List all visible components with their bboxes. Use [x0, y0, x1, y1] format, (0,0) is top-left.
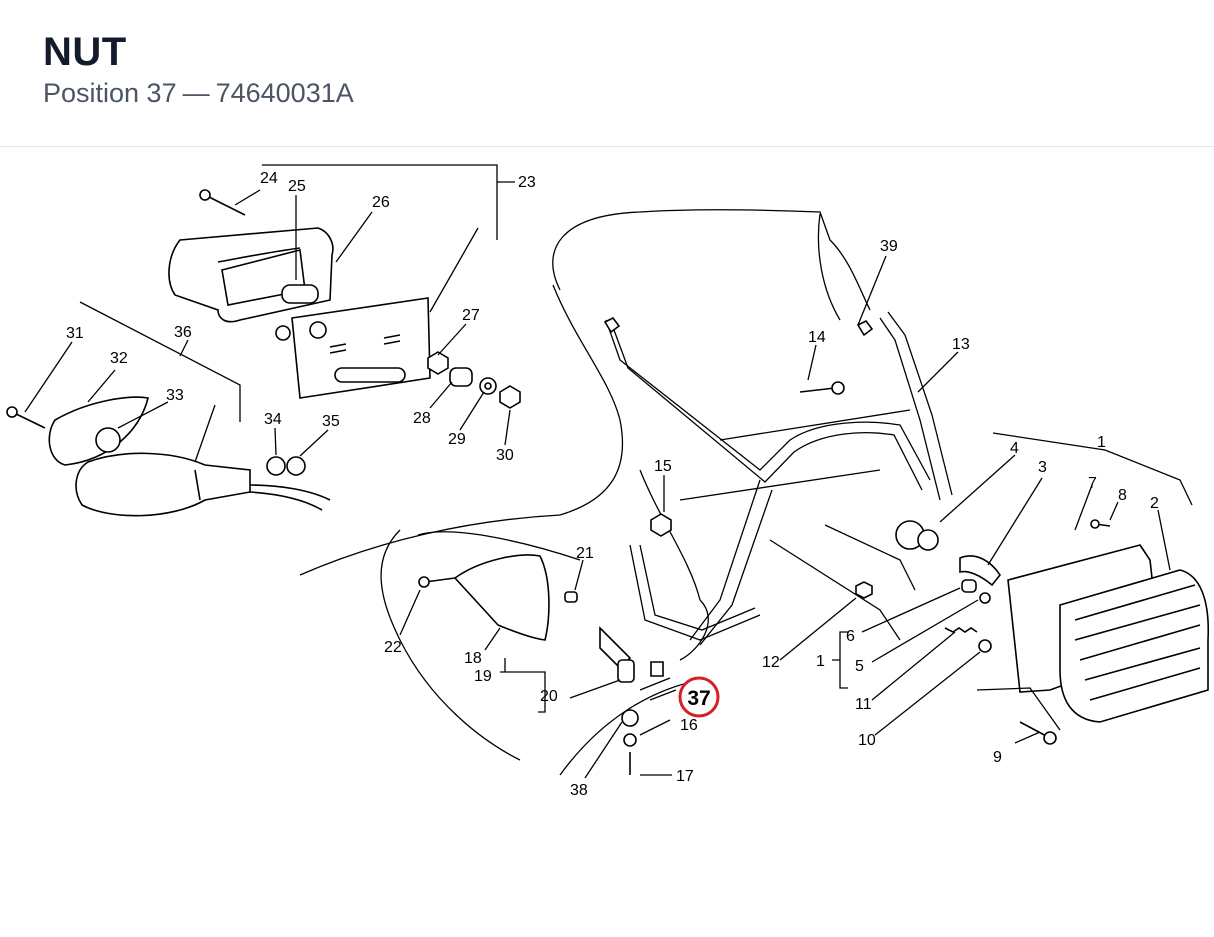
part-subtitle: Position 37—74640031A: [43, 78, 354, 109]
callout-labels: 24 25 26 23 27 28 29 30 31 32 33 36 34 3…: [66, 170, 1159, 799]
leader-lines: [24, 164, 1193, 779]
callout-18: 18: [464, 650, 482, 667]
callout-39: 39: [880, 238, 898, 255]
callout-19: 19: [474, 668, 492, 685]
callout-11: 11: [855, 696, 872, 713]
callout-36: 36: [174, 324, 192, 341]
fairing-outline: [299, 209, 871, 776]
headlight-bracket[interactable]: [603, 311, 953, 646]
position-label: Position 37: [43, 78, 177, 108]
callout-5: 5: [855, 658, 864, 675]
callout-6: 6: [846, 628, 855, 645]
callout-20: 20: [540, 688, 558, 705]
callout-8: 8: [1118, 487, 1127, 504]
callout-7: 7: [1088, 475, 1097, 492]
highlighted-callout-37[interactable]: 37: [678, 676, 720, 718]
callout-1-bracket: 1: [816, 653, 825, 670]
callout-14: 14: [808, 329, 826, 346]
callout-16: 16: [680, 717, 698, 734]
callout-22: 22: [384, 639, 402, 656]
callout-3: 3: [1038, 459, 1047, 476]
callout-31: 31: [66, 325, 84, 342]
callout-9: 9: [993, 749, 1002, 766]
callout-32: 32: [110, 350, 128, 367]
callout-25: 25: [288, 178, 306, 195]
callout-34: 34: [264, 411, 282, 428]
callout-12: 12: [762, 654, 780, 671]
subtitle-separator: —: [182, 78, 210, 108]
callout-26: 26: [372, 194, 390, 211]
callout-38: 38: [570, 782, 588, 799]
horn-assembly[interactable]: [418, 554, 664, 775]
part-header: NUT Position 37—74640031A: [0, 0, 1214, 147]
callout-24: 24: [260, 170, 278, 187]
callout-29: 29: [448, 431, 466, 448]
callout-37: 37: [687, 687, 710, 710]
callout-17: 17: [676, 768, 694, 785]
part-number: 74640031A: [215, 78, 354, 108]
turn-signal-assembly[interactable]: [6, 396, 331, 517]
headlight-assembly[interactable]: [944, 519, 1210, 745]
exploded-parts-diagram: 24 25 26 23 27 28 29 30 31 32 33 36 34 3…: [6, 164, 1210, 799]
callout-4: 4: [1010, 440, 1019, 457]
callout-1-top: 1: [1097, 434, 1106, 451]
callout-13: 13: [952, 336, 970, 353]
callout-27: 27: [462, 307, 480, 324]
callout-30: 30: [496, 447, 514, 464]
callout-28: 28: [413, 410, 431, 427]
tail-light-assembly[interactable]: [168, 189, 521, 409]
callout-15: 15: [654, 458, 672, 475]
callout-21: 21: [576, 545, 594, 562]
callout-33: 33: [166, 387, 184, 404]
callout-35: 35: [322, 413, 340, 430]
part-title: NUT: [43, 30, 127, 74]
callout-2: 2: [1150, 495, 1159, 512]
highlight-ring: [678, 676, 720, 718]
callout-23: 23: [518, 174, 536, 191]
callout-10: 10: [858, 732, 876, 749]
